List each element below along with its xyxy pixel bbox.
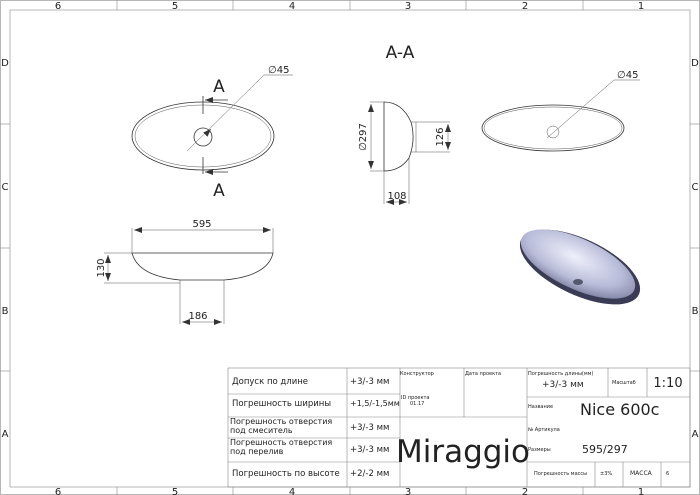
tolerance-label: Погрешность ширины xyxy=(232,399,331,409)
row-label: B xyxy=(692,306,699,317)
dim-130: 130 xyxy=(96,258,107,277)
tolerance-value: +2/-2 мм xyxy=(350,469,389,479)
col-label: 5 xyxy=(172,487,178,495)
col-label: 2 xyxy=(522,487,528,495)
length-error-label: Погрешность длины(мм) xyxy=(528,371,593,377)
row-label: A xyxy=(2,429,9,440)
brand-logo: Miraggio xyxy=(396,434,530,470)
dim-hole-iso: ∅45 xyxy=(617,70,638,81)
col-label: 5 xyxy=(172,1,178,12)
product-name: Nice 600c xyxy=(580,400,659,419)
row-label: B xyxy=(2,306,9,317)
project-id-label: ID проекта xyxy=(401,395,430,401)
col-label: 6 xyxy=(55,487,61,495)
col-label: 1 xyxy=(638,1,644,12)
tolerance-label: Погрешность отверстия под смеситель xyxy=(230,417,333,435)
top-view: ∅45 A A xyxy=(131,65,293,201)
dim-126: 126 xyxy=(435,127,446,146)
front-view: 595 130 186 xyxy=(96,219,274,325)
col-label: 3 xyxy=(405,1,411,12)
dim-186: 186 xyxy=(188,311,207,322)
dim-595: 595 xyxy=(192,219,211,230)
section-view: ∅297 126 108 xyxy=(358,101,451,205)
tolerance-label: Погрешность отверстия под перелив xyxy=(230,438,333,456)
mass-error-value: ±3% xyxy=(600,471,612,477)
basin-render xyxy=(519,229,641,305)
row-label: D xyxy=(691,58,699,69)
dim-108: 108 xyxy=(387,191,406,202)
tolerance-value: +3/-3 мм xyxy=(350,423,389,433)
row-label: C xyxy=(692,182,699,193)
scale-value: 1:10 xyxy=(653,376,682,391)
designer-label: Конструктор xyxy=(400,371,434,377)
tolerance-value: +1,5/-1,5мм xyxy=(350,399,400,408)
project-id-value: 01.17 xyxy=(410,401,424,407)
section-title: A-A xyxy=(386,43,415,63)
col-label: 1 xyxy=(638,487,644,495)
title-block: Допуск по длине +3/-3 мм Погрешность шир… xyxy=(227,367,691,488)
size-label: Размеры xyxy=(528,447,551,453)
mass-label: МАССА xyxy=(630,470,653,477)
row-label: D xyxy=(1,58,9,69)
name-label: Название xyxy=(528,404,553,410)
row-label: A xyxy=(692,429,699,440)
section-mark-top: A xyxy=(213,77,225,97)
iso-top-view: ∅45 xyxy=(481,70,640,152)
col-label: 3 xyxy=(405,487,411,495)
col-label: 6 xyxy=(55,1,61,12)
scale-label: Масштаб xyxy=(612,380,636,386)
mass-value: 6 xyxy=(666,471,669,477)
col-label: 4 xyxy=(289,1,295,12)
article-label: № Артикула xyxy=(528,427,560,433)
row-label: C xyxy=(2,182,9,193)
col-label: 4 xyxy=(289,487,295,495)
tolerance-label: Погрешность по высоте xyxy=(232,469,340,479)
date-label: Дата проекта xyxy=(465,371,501,377)
mass-error-label: Погрешность массы xyxy=(534,471,587,477)
dim-diameter: ∅297 xyxy=(358,123,369,151)
dim-hole: ∅45 xyxy=(268,65,289,76)
tolerance-value: +3/-3 мм xyxy=(350,445,389,455)
col-label: 2 xyxy=(522,1,528,12)
size-value: 595/297 xyxy=(582,443,628,456)
section-mark-bottom: A xyxy=(213,181,225,201)
tolerance-label: Допуск по длине xyxy=(232,377,308,387)
length-error-value: +3/-3 мм xyxy=(542,380,584,390)
tolerance-value: +3/-3 мм xyxy=(350,377,389,387)
